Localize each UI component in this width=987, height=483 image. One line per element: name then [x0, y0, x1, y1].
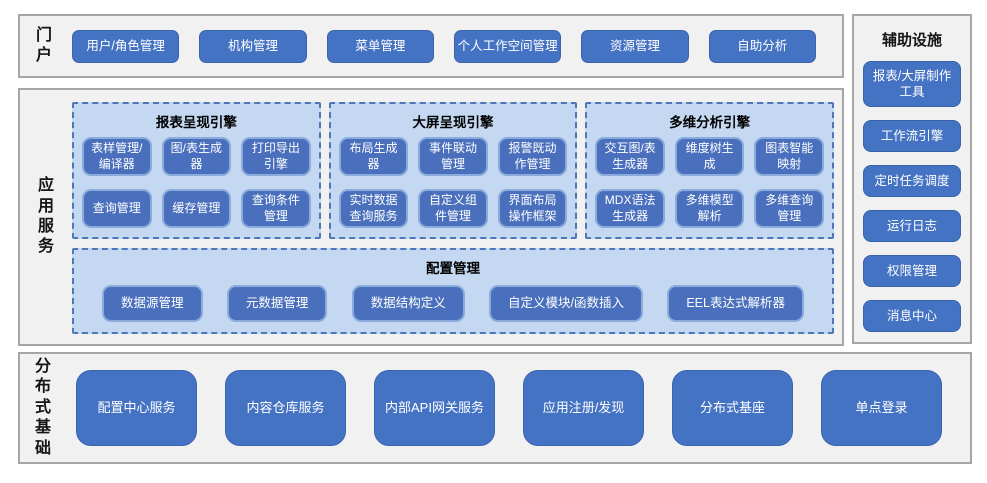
node-layout-generator: 布局生成器	[338, 137, 409, 177]
node-metadata-mgmt: 元数据管理	[226, 284, 328, 322]
olap-analysis-engine-title: 多维分析引擎	[669, 115, 751, 130]
node-resource-mgmt: 资源管理	[581, 29, 689, 63]
distributed-foundation-section: 分布式基础 配置中心服务 内容仓库服务 内部API网关服务 应用注册/发现 分布…	[18, 352, 972, 464]
node-content-repository-service: 内容仓库服务	[225, 370, 346, 446]
portal-section: 门户 用户/角色管理 机构管理 菜单管理 个人工作空间管理 资源管理 自助分析	[18, 14, 844, 78]
node-org-mgmt: 机构管理	[199, 29, 307, 63]
node-alarm-action-mgmt: 报警既动作管理	[497, 137, 568, 177]
report-rendering-engine-grid: 表样管理/编译器 图/表生成器 打印导出引擎 查询管理 缓存管理 查询条件管理	[82, 137, 311, 229]
node-olap-query-mgmt: 多维查询管理	[754, 189, 824, 229]
node-interactive-chart-generator: 交互图/表生成器	[595, 137, 665, 177]
node-realtime-data-query-service: 实时数据查询服务	[338, 189, 409, 229]
node-olap-model-parser: 多维模型解析	[674, 189, 745, 229]
portal-section-label: 门户	[35, 26, 52, 64]
node-dimension-tree-generator: 维度树生成	[674, 137, 745, 177]
app-services-label-column: 应用服务	[20, 90, 72, 344]
distributed-foundation-label: 分布式基础	[34, 357, 51, 457]
node-self-service-analysis: 自助分析	[708, 29, 816, 63]
app-services-content: 报表呈现引擎 表样管理/编译器 图/表生成器 打印导出引擎 查询管理 缓存管理 …	[72, 90, 842, 344]
node-internal-api-gateway-service: 内部API网关服务	[374, 370, 495, 446]
node-cache-mgmt: 缓存管理	[161, 189, 232, 229]
config-mgmt-row: 数据源管理 元数据管理 数据结构定义 自定义模块/函数插入 EEL表达式解析器	[86, 283, 820, 323]
node-menu-mgmt: 菜单管理	[326, 29, 434, 63]
node-chart-smart-mapping: 图表智能映射	[754, 137, 824, 177]
node-app-registration-discovery: 应用注册/发现	[523, 370, 644, 446]
node-datasource-mgmt: 数据源管理	[102, 284, 203, 322]
dashboard-rendering-engine-panel: 大屏呈现引擎 布局生成器 事件联动管理 报警既动作管理 实时数据查询服务 自定义…	[328, 102, 578, 240]
node-single-sign-on: 单点登录	[821, 370, 942, 446]
dashboard-rendering-engine-title: 大屏呈现引擎	[412, 115, 494, 130]
report-rendering-engine-panel: 报表呈现引擎 表样管理/编译器 图/表生成器 打印导出引擎 查询管理 缓存管理 …	[72, 102, 321, 240]
node-distributed-base: 分布式基座	[672, 370, 793, 446]
node-custom-component-mgmt: 自定义组件管理	[418, 189, 488, 229]
node-print-export-engine: 打印导出引擎	[241, 137, 311, 177]
node-ui-layout-operation-framework: 界面布局操作框架	[497, 189, 568, 229]
node-query-mgmt: 查询管理	[82, 189, 152, 229]
auxiliary-facilities-title: 辅助设施	[881, 32, 942, 49]
config-mgmt-title: 配置管理	[426, 261, 480, 277]
node-config-center-service: 配置中心服务	[76, 370, 197, 446]
node-report-style-mgmt-compiler: 表样管理/编译器	[82, 137, 152, 177]
engine-panels-row: 报表呈现引擎 表样管理/编译器 图/表生成器 打印导出引擎 查询管理 缓存管理 …	[72, 102, 835, 240]
olap-analysis-engine-panel: 多维分析引擎 交互图/表生成器 维度树生成 图表智能映射 MDX语法生成器 多维…	[585, 102, 835, 240]
distributed-foundation-row: 配置中心服务 内容仓库服务 内部API网关服务 应用注册/发现 分布式基座 单点…	[66, 370, 970, 446]
auxiliary-node-column: 报表/大屏制作工具 工作流引擎 定时任务调度 运行日志 权限管理 消息中心	[863, 61, 961, 332]
node-query-condition-mgmt: 查询条件管理	[241, 189, 311, 229]
olap-analysis-engine-grid: 交互图/表生成器 维度树生成 图表智能映射 MDX语法生成器 多维模型解析 多维…	[595, 137, 824, 229]
node-personal-workspace-mgmt: 个人工作空间管理	[453, 29, 562, 63]
app-services-section-label: 应用服务	[37, 177, 54, 256]
node-report-dashboard-authoring-tool: 报表/大屏制作工具	[863, 61, 961, 107]
node-data-structure-definition: 数据结构定义	[351, 284, 465, 322]
node-chart-table-generator: 图/表生成器	[161, 137, 232, 177]
dashboard-rendering-engine-grid: 布局生成器 事件联动管理 报警既动作管理 实时数据查询服务 自定义组件管理 界面…	[338, 137, 568, 229]
report-rendering-engine-title: 报表呈现引擎	[155, 115, 237, 130]
node-eel-expression-parser: EEL表达式解析器	[667, 284, 804, 322]
node-custom-module-function-insert: 自定义模块/函数插入	[489, 284, 644, 322]
node-event-linkage-mgmt: 事件联动管理	[418, 137, 488, 177]
portal-label-column: 门户	[20, 16, 68, 76]
node-mdx-syntax-generator: MDX语法生成器	[595, 189, 665, 229]
node-workflow-engine: 工作流引擎	[863, 120, 961, 152]
node-user-role-mgmt: 用户/角色管理	[72, 29, 180, 63]
node-scheduled-task-scheduler: 定时任务调度	[863, 165, 961, 197]
portal-node-row: 用户/角色管理 机构管理 菜单管理 个人工作空间管理 资源管理 自助分析	[68, 29, 842, 63]
distributed-foundation-label-column: 分布式基础	[20, 354, 66, 462]
node-message-center: 消息中心	[863, 300, 961, 332]
node-permission-mgmt: 权限管理	[863, 255, 961, 287]
node-run-log: 运行日志	[863, 210, 961, 242]
app-services-section: 应用服务 报表呈现引擎 表样管理/编译器 图/表生成器 打印导出引擎 查询管理 …	[18, 88, 844, 346]
config-mgmt-panel: 配置管理 数据源管理 元数据管理 数据结构定义 自定义模块/函数插入 EEL表达…	[72, 248, 834, 334]
auxiliary-facilities-section: 辅助设施 报表/大屏制作工具 工作流引擎 定时任务调度 运行日志 权限管理 消息…	[852, 14, 972, 344]
